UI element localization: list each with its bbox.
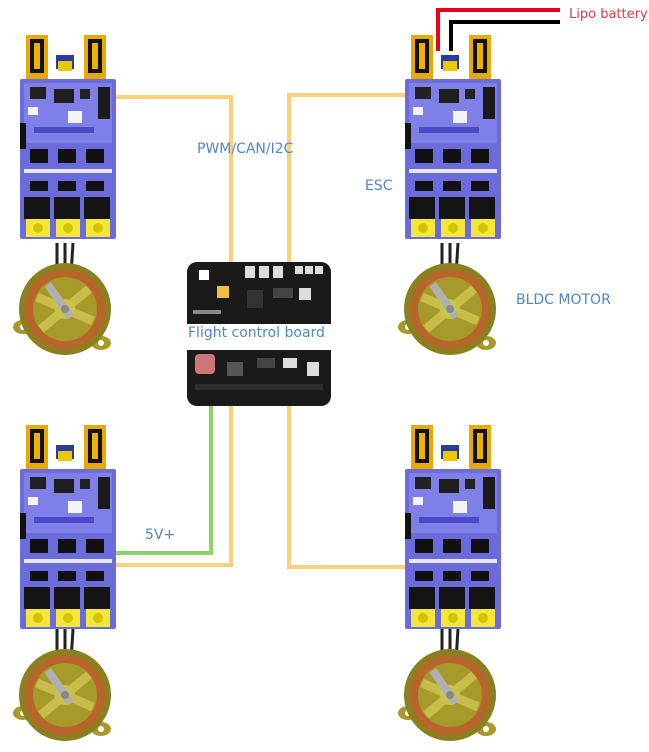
esc-label: ESC [365, 178, 393, 194]
signal-wires [115, 93, 405, 569]
power-wire [115, 405, 213, 555]
power-label: 5V+ [145, 527, 176, 543]
motor-top-left [13, 243, 111, 355]
battery-wires [436, 8, 560, 51]
battery-label: Lipo battery [569, 7, 648, 22]
motor-bottom-right [398, 629, 496, 741]
motor-top-right [398, 243, 496, 355]
flight-control-board [187, 262, 331, 406]
esc-bottom-right [405, 425, 501, 629]
motor-label: BLDC MOTOR [516, 292, 611, 308]
esc-top-left [20, 35, 116, 239]
motor-bottom-left [13, 629, 111, 741]
bus-label: PWM/CAN/I2C [197, 141, 294, 157]
esc-bottom-left [20, 425, 116, 629]
esc-top-right [405, 35, 501, 239]
fc-label: Flight control board [188, 325, 325, 341]
